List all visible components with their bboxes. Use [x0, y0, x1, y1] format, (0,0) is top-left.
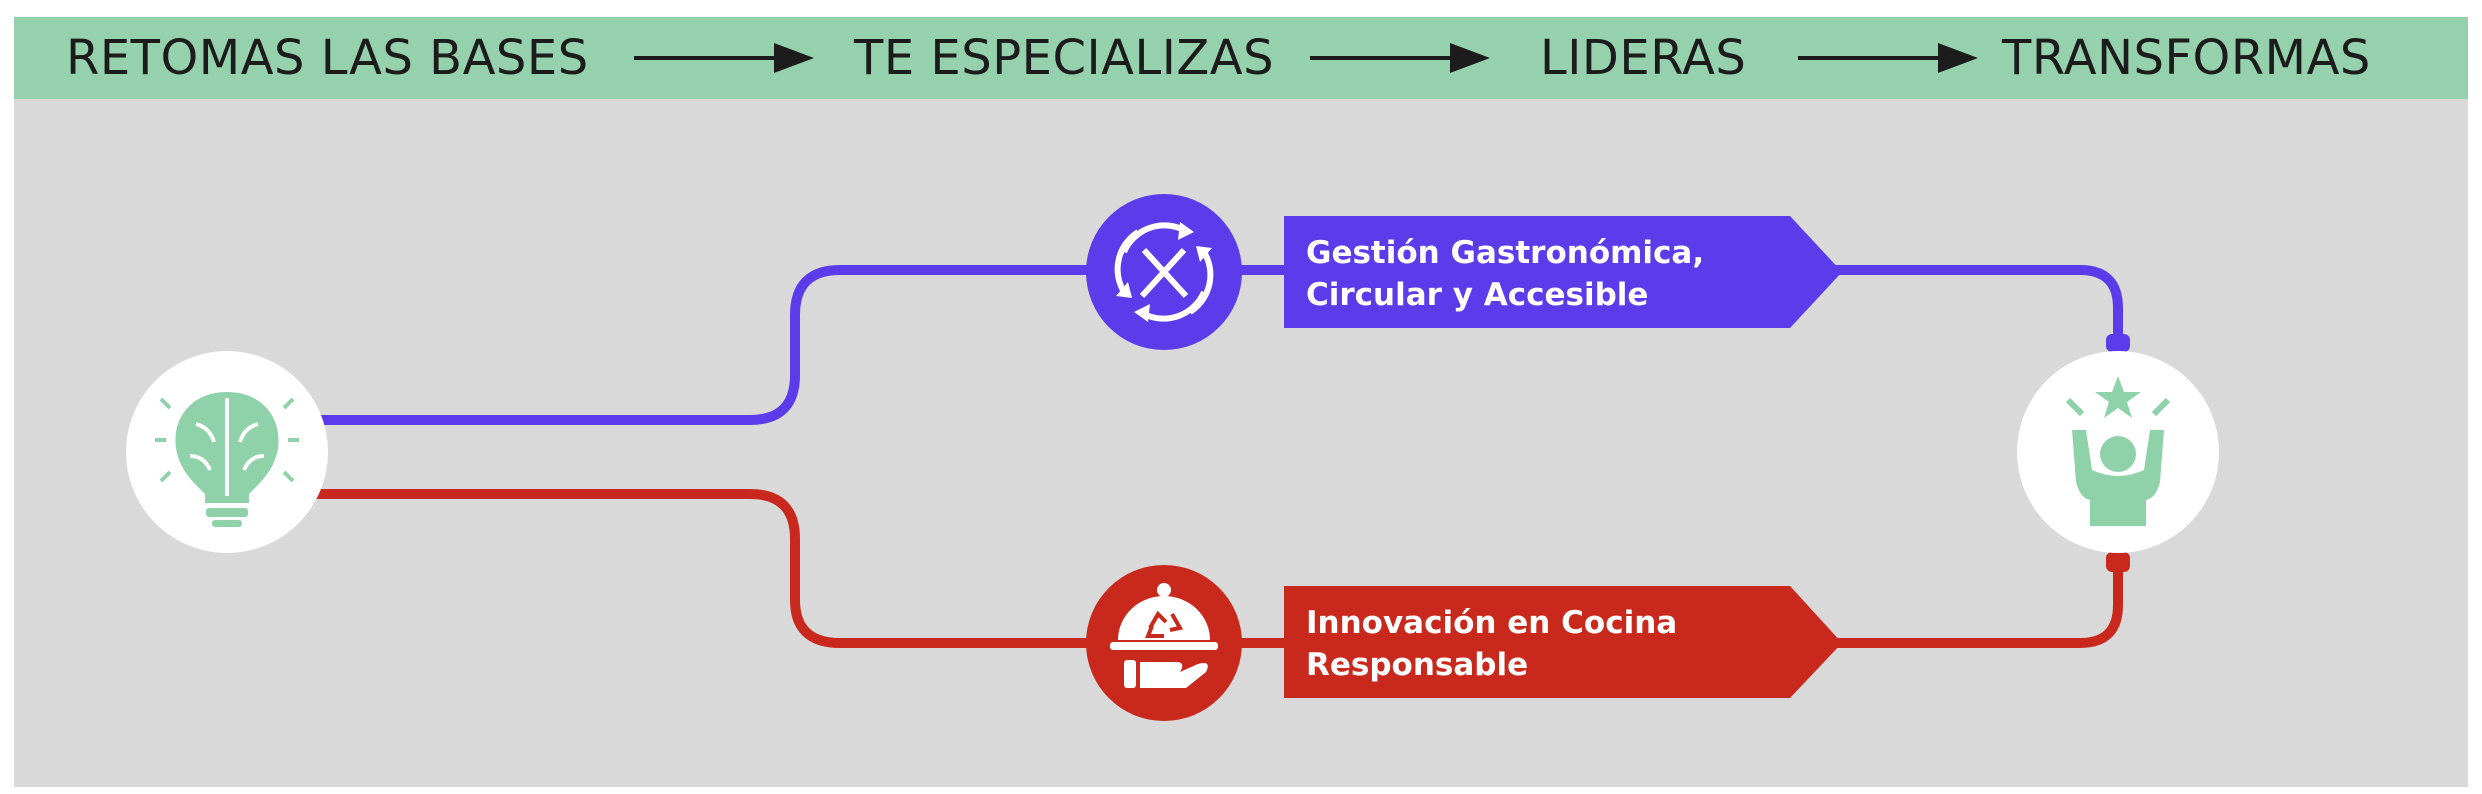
arrow-icon [634, 43, 814, 73]
step-retomas-las-bases: RETOMAS LAS BASES [66, 30, 589, 86]
celebrating-person-icon [2065, 376, 2171, 526]
dish-cycle-icon [1114, 222, 1214, 322]
arrow-icon [1798, 43, 1978, 73]
upper-label-banner [1284, 216, 1842, 328]
step-lideras: LIDERAS [1540, 30, 1747, 86]
lower-track-label: Innovación en Cocina Responsable [1306, 605, 1678, 683]
arrow-icon [1310, 43, 1490, 73]
upper-track-path [315, 265, 2123, 425]
step-transformas: TRANSFORMAS [2002, 30, 2371, 86]
lower-label-banner [1284, 586, 1842, 698]
brain-lightbulb-icon [155, 392, 299, 527]
progression-header: RETOMAS LAS BASES TE ESPECIALIZAS LIDERA… [14, 17, 2468, 99]
lower-track-path [315, 489, 2123, 648]
upper-track-label: Gestión Gastronómica, Circular y Accesib… [1306, 235, 1705, 313]
step-te-especializas: TE ESPECIALIZAS [854, 30, 1275, 86]
